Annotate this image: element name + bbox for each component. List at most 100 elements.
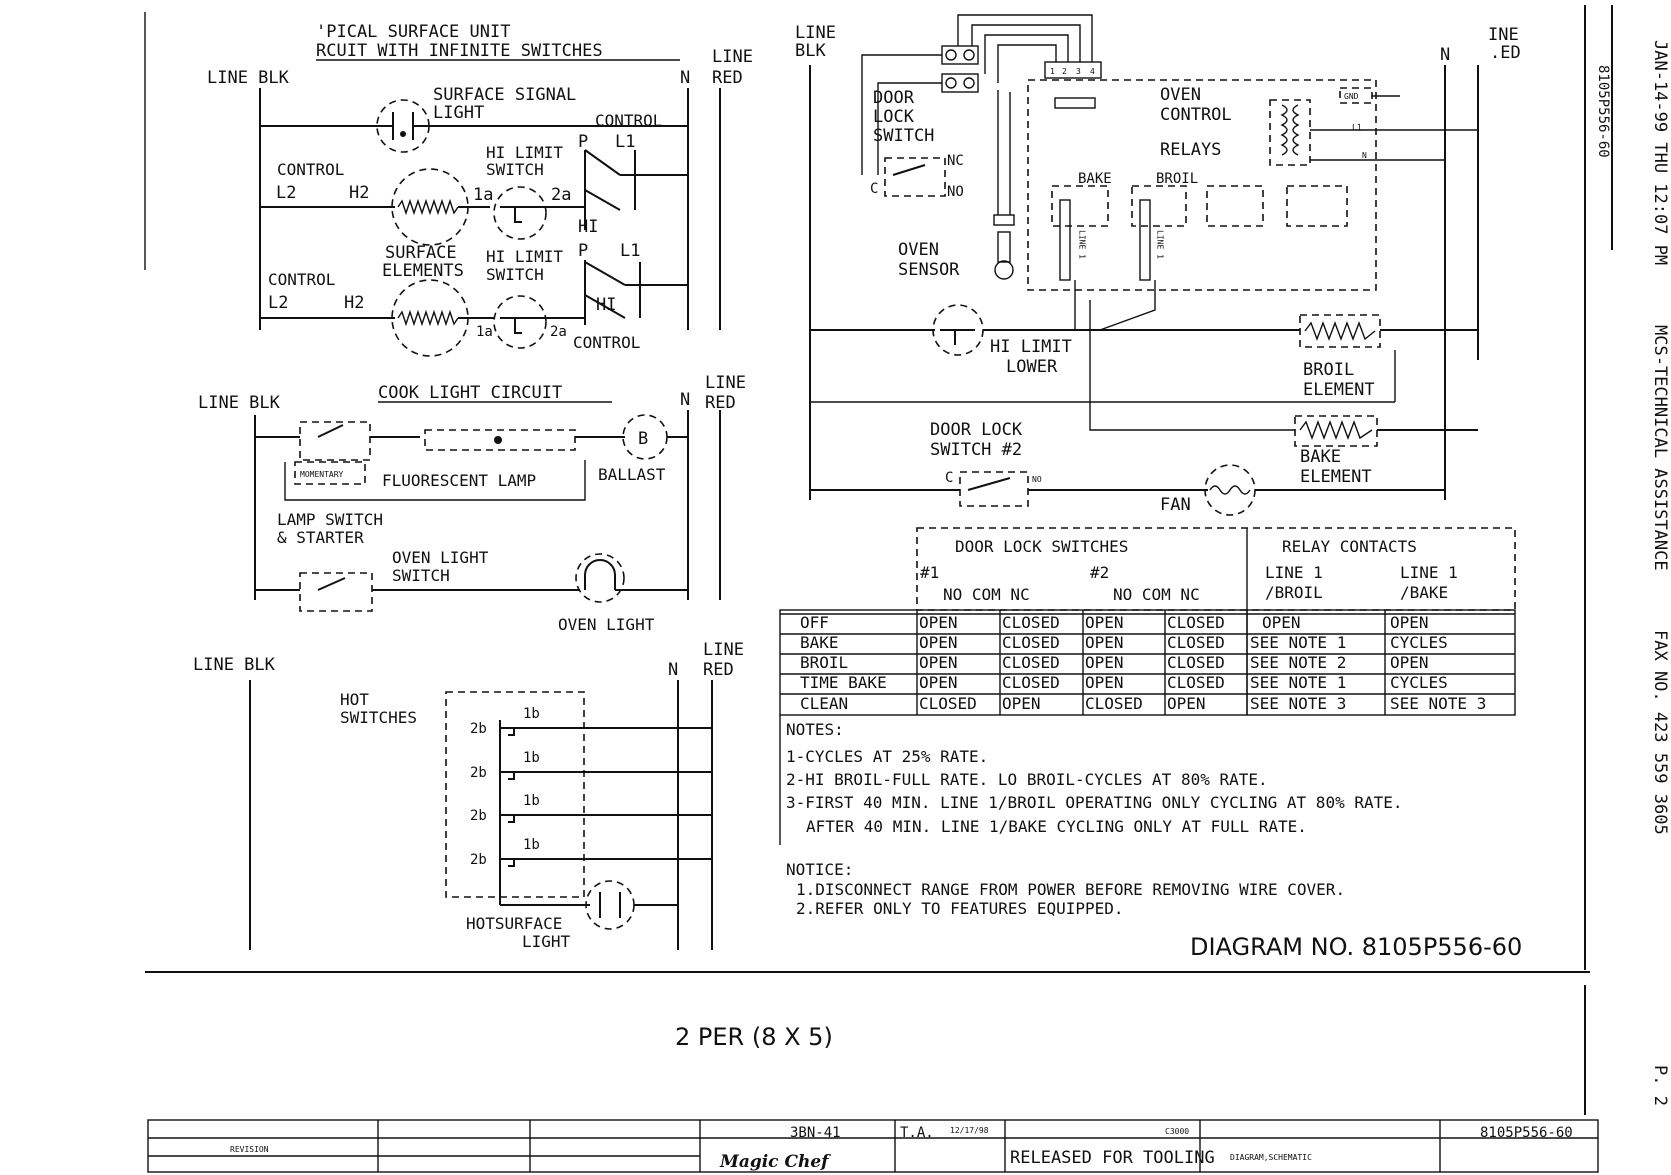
- hotsurface-light-icon: [585, 880, 635, 930]
- two-a-label-2: 2a: [550, 324, 567, 340]
- table-row: OFF OPEN CLOSED OPEN CLOSED OPEN OPEN: [800, 613, 1429, 632]
- hot-switch-contact: [500, 727, 515, 736]
- table-cell: OPEN: [1085, 613, 1124, 632]
- sw2-sub: NO COM NC: [1113, 585, 1200, 604]
- table-cell: CYCLES: [1390, 633, 1448, 652]
- hot-switch-row-1: 2b 1b: [470, 706, 712, 737]
- diagram-number: DIAGRAM NO. 8105P556-60: [1190, 933, 1522, 961]
- hi-limit-switch-2-outline: [493, 295, 547, 349]
- switch-relay-table: DOOR LOCK SWITCHES RELAY CONTACTS #1 #2 …: [779, 527, 1516, 716]
- table-cell: SEE NOTE 2: [1250, 653, 1346, 672]
- p-label-1: P: [578, 132, 588, 152]
- connector-plug: [1054, 97, 1096, 109]
- oven-control-label-1: OVEN: [1160, 85, 1201, 105]
- table-cell: OPEN: [919, 653, 958, 672]
- c-label-2: C: [945, 470, 953, 486]
- ballast-label: BALLAST: [598, 465, 666, 484]
- table-cell: CLOSED: [1167, 633, 1225, 652]
- hot-switch-row-3: 2b 1b: [470, 793, 712, 824]
- hot-switch-contact: [500, 771, 515, 780]
- blk-label-r: BLK: [795, 41, 826, 61]
- table-cell: OPEN: [1390, 613, 1429, 632]
- two-b-label: 2b: [470, 765, 487, 781]
- table-cell: OPEN: [1002, 694, 1041, 713]
- table-cell: CLOSED: [1167, 673, 1225, 692]
- table-cell: SEE NOTE 1: [1250, 673, 1346, 692]
- line-label-1: LINE: [712, 47, 753, 67]
- hotsurface-label: HOTSURFACE: [466, 914, 562, 933]
- n-label-1: N: [680, 68, 690, 88]
- broil-element-label-2: ELEMENT: [1303, 380, 1375, 400]
- table-cell-mode: TIME BAKE: [800, 673, 887, 692]
- control-2-switch-arm: [584, 261, 626, 286]
- table-cell: OPEN: [919, 613, 958, 632]
- harness-wire: [971, 24, 1081, 62]
- table-cell: OPEN: [1262, 613, 1301, 632]
- l2-label-2: L2: [268, 293, 288, 313]
- door-label: DOOR: [873, 88, 915, 108]
- eco-number: C3000: [1165, 1127, 1189, 1136]
- switch-label-r: SWITCH: [873, 126, 934, 146]
- table-cell-mode: OFF: [800, 613, 829, 632]
- table-cell: CLOSED: [1002, 633, 1060, 652]
- line-blk-label-2: LINE BLK: [198, 393, 281, 413]
- title-line-2: RCUIT WITH INFINITE SWITCHES: [316, 41, 603, 61]
- l2-label-1: L2: [276, 183, 296, 203]
- per-note: 2 PER (8 X 5): [675, 1023, 833, 1051]
- broil-relay-label: BROIL: [1156, 171, 1198, 187]
- hi-limit-switch-1-outline: [493, 186, 547, 240]
- hotsurface-light-label: LIGHT: [522, 932, 571, 951]
- note-2: 2-HI BROIL-FULL RATE. LO BROIL-CYCLES AT…: [786, 770, 1268, 789]
- starter-label: & STARTER: [277, 528, 364, 547]
- line-blk-label-1: LINE BLK: [207, 68, 290, 88]
- table-cell: SEE NOTE 1: [1250, 633, 1346, 652]
- sw1-sub: NO COM NC: [943, 585, 1030, 604]
- hot-switch-contact: [500, 858, 515, 867]
- door-lock-switch2-label-1: DOOR LOCK: [930, 420, 1023, 440]
- elements-label: ELEMENTS: [382, 261, 464, 281]
- ed-label: .ED: [1490, 43, 1521, 63]
- broil-element-label-1: BROIL: [1303, 360, 1354, 380]
- h2-label-2: H2: [344, 293, 364, 313]
- transformer-outline: [1269, 99, 1311, 166]
- wire: [1099, 280, 1156, 331]
- fluorescent-lamp-label: FLUORESCENT LAMP: [382, 471, 536, 490]
- sensor-label: SENSOR: [898, 260, 960, 280]
- sensor-plug: [993, 214, 1015, 226]
- table-row: BAKE OPEN CLOSED OPEN CLOSED SEE NOTE 1 …: [800, 633, 1448, 652]
- door-lock-switch-outline: [884, 157, 946, 197]
- n-transformer-label: N: [1362, 151, 1367, 160]
- light-label: LIGHT: [433, 103, 484, 123]
- hi-limit-label-1: HI LIMIT: [486, 143, 563, 162]
- table-cell: SEE NOTE 3: [1390, 694, 1486, 713]
- notice-heading: NOTICE:: [786, 860, 853, 879]
- table-cell: CLOSED: [1002, 613, 1060, 632]
- hot-switch-row-4: 2b 1b: [470, 837, 712, 868]
- fluorescent-lamp-outline: [424, 429, 576, 451]
- hi-label-2: HI: [596, 295, 616, 315]
- notice-1: 1.DISCONNECT RANGE FROM POWER BEFORE REM…: [796, 880, 1345, 899]
- surface-label: SURFACE: [385, 243, 457, 263]
- fax-page: P. 2: [1650, 1065, 1670, 1106]
- table-row: TIME BAKE OPEN CLOSED OPEN CLOSED SEE NO…: [800, 673, 1448, 692]
- two-b-label: 2b: [470, 852, 487, 868]
- note-3: 3-FIRST 40 MIN. LINE 1/BROIL OPERATING O…: [786, 793, 1403, 812]
- relay-col1-head-b: /BROIL: [1265, 583, 1323, 602]
- hi-limit-lower-label-1: HI LIMIT: [990, 337, 1072, 357]
- c-label: C: [870, 181, 878, 197]
- harness-wire: [957, 14, 1093, 62]
- hi-label-1: HI: [578, 217, 598, 237]
- door-lock-switch-arm: [892, 164, 926, 176]
- control-1-switch-arm: [584, 149, 621, 176]
- brand-logo: Magic Chef: [719, 1152, 831, 1172]
- n-label-2: N: [680, 390, 690, 410]
- table-cell: OPEN: [1167, 694, 1206, 713]
- oven-control-label-2: CONTROL: [1160, 105, 1232, 125]
- fan-label: FAN: [1160, 495, 1191, 515]
- one-a-label-2: 1a: [476, 324, 493, 340]
- oven-light-switch-arm: [317, 577, 346, 591]
- table-cell-mode: BROIL: [800, 653, 848, 672]
- spare-relay-2: [1286, 185, 1348, 227]
- n-label-r: N: [1440, 45, 1450, 65]
- bake-relay-label: BAKE: [1078, 171, 1112, 187]
